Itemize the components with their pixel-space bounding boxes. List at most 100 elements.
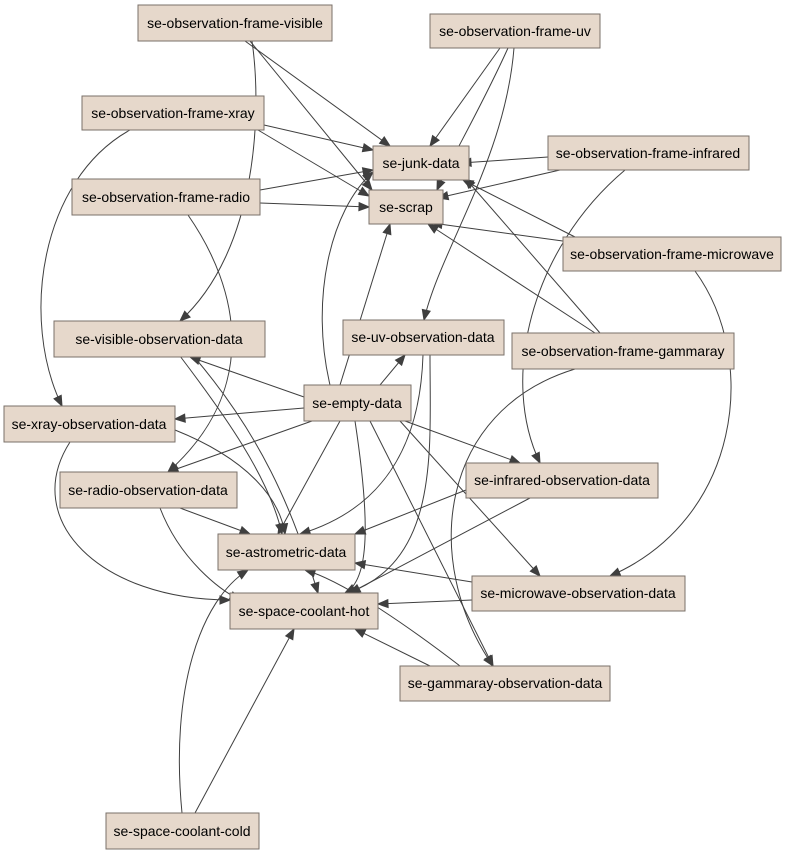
node-label: se-observation-frame-xray: [91, 105, 254, 121]
node-se-observation-frame-radio: se-observation-frame-radio: [71, 178, 261, 216]
arrowhead: [426, 223, 440, 234]
arrowhead: [361, 178, 373, 192]
edge: [194, 627, 295, 814]
edge-line: [369, 420, 494, 667]
node-se-observation-frame-gammaray: se-observation-frame-gammaray: [511, 332, 735, 370]
edge: [461, 179, 576, 238]
edge-line: [167, 420, 313, 473]
node-label: se-observation-frame-microwave: [570, 246, 774, 262]
node-label: se-infrared-observation-data: [474, 472, 650, 488]
node-se-space-coolant-hot: se-space-coolant-hot: [229, 592, 379, 630]
edge-line: [259, 202, 370, 208]
edge-line: [354, 562, 473, 583]
node-label: se-observation-frame-uv: [439, 23, 591, 39]
edge: [54, 441, 232, 605]
edge: [404, 420, 522, 464]
node-se-observation-frame-visible: se-observation-frame-visible: [137, 4, 333, 42]
edge: [178, 569, 250, 814]
edge-line: [460, 156, 549, 164]
node-label: se-observation-frame-gammaray: [521, 343, 724, 359]
arrowhead: [236, 569, 250, 580]
arrowhead: [464, 176, 476, 190]
arrowhead: [179, 310, 191, 322]
arrowhead: [436, 178, 446, 192]
edge: [174, 429, 289, 536]
arrowhead: [508, 454, 522, 464]
edge-line: [522, 169, 626, 464]
node-label: se-gammaray-observation-data: [408, 675, 603, 691]
arrowhead: [353, 560, 367, 570]
arrowhead: [358, 201, 371, 212]
edge: [348, 497, 531, 594]
edge-line: [450, 368, 576, 667]
edge-line: [277, 420, 341, 535]
edge-line: [464, 177, 601, 334]
edge-line: [339, 223, 391, 386]
edge: [188, 356, 305, 398]
edge-line: [354, 489, 467, 535]
node-se-space-coolant-cold: se-space-coolant-cold: [105, 812, 260, 850]
edge-line: [174, 407, 305, 420]
arrowhead: [529, 565, 541, 577]
arrowhead: [361, 143, 375, 153]
edge: [369, 420, 494, 668]
edge-line: [244, 40, 391, 147]
arrowhead: [357, 186, 371, 197]
arrowhead: [53, 394, 63, 408]
edge-line: [462, 179, 576, 238]
arrowhead: [608, 567, 622, 577]
edge-line: [437, 169, 561, 199]
edge: [339, 222, 392, 386]
edge: [464, 176, 601, 334]
edge-line: [349, 497, 531, 594]
arrowhead: [376, 598, 389, 609]
node-se-observation-frame-uv: se-observation-frame-uv: [429, 13, 601, 49]
node-label: se-microwave-observation-data: [480, 585, 676, 601]
node-label: se-space-coolant-cold: [114, 823, 251, 839]
arrowhead: [284, 627, 295, 641]
arrowhead: [173, 413, 186, 423]
arrowhead: [278, 522, 289, 536]
node-se-xray-observation-data: se-xray-observation-data: [3, 405, 176, 443]
edge-line: [377, 599, 473, 605]
edge-line: [54, 441, 231, 601]
node-se-visible-observation-data: se-visible-observation-data: [53, 320, 266, 358]
edge: [353, 560, 473, 583]
edge-line: [404, 420, 521, 464]
node-label: se-observation-frame-visible: [147, 15, 323, 31]
node-label: se-space-coolant-hot: [239, 603, 370, 619]
node-se-observation-frame-xray: se-observation-frame-xray: [81, 95, 265, 131]
edge: [298, 354, 424, 536]
node-label: se-observation-frame-radio: [82, 189, 250, 205]
node-label: se-empty-data: [312, 395, 402, 411]
edge: [459, 156, 549, 168]
edge-line: [259, 169, 374, 191]
edge: [522, 169, 626, 465]
edge: [429, 47, 501, 148]
nodes-layer: se-observation-frame-visible se-observat…: [3, 4, 782, 850]
arrowhead: [382, 222, 392, 236]
edge-line: [159, 329, 283, 535]
arrowhead: [348, 583, 362, 594]
arrowhead: [378, 136, 392, 147]
edge-line: [189, 356, 305, 398]
edge: [257, 129, 371, 197]
edge-line: [354, 628, 431, 667]
edge: [421, 47, 515, 322]
node-se-empty-data: se-empty-data: [303, 384, 412, 422]
node-se-observation-frame-infrared: se-observation-frame-infrared: [547, 135, 750, 171]
node-se-scrap: se-scrap: [368, 189, 444, 225]
edge-line: [299, 354, 424, 535]
node-label: se-astrometric-data: [226, 544, 347, 560]
arrowhead: [353, 525, 367, 535]
edge-line: [178, 569, 249, 814]
edge-line: [321, 171, 374, 386]
edge: [321, 171, 375, 386]
edge-line: [179, 507, 251, 535]
edge: [379, 353, 406, 386]
edge-line: [609, 270, 732, 577]
node-se-gammaray-observation-data: se-gammaray-observation-data: [399, 665, 611, 702]
edge: [450, 368, 576, 668]
edge: [353, 628, 431, 667]
edge-line: [427, 223, 596, 334]
